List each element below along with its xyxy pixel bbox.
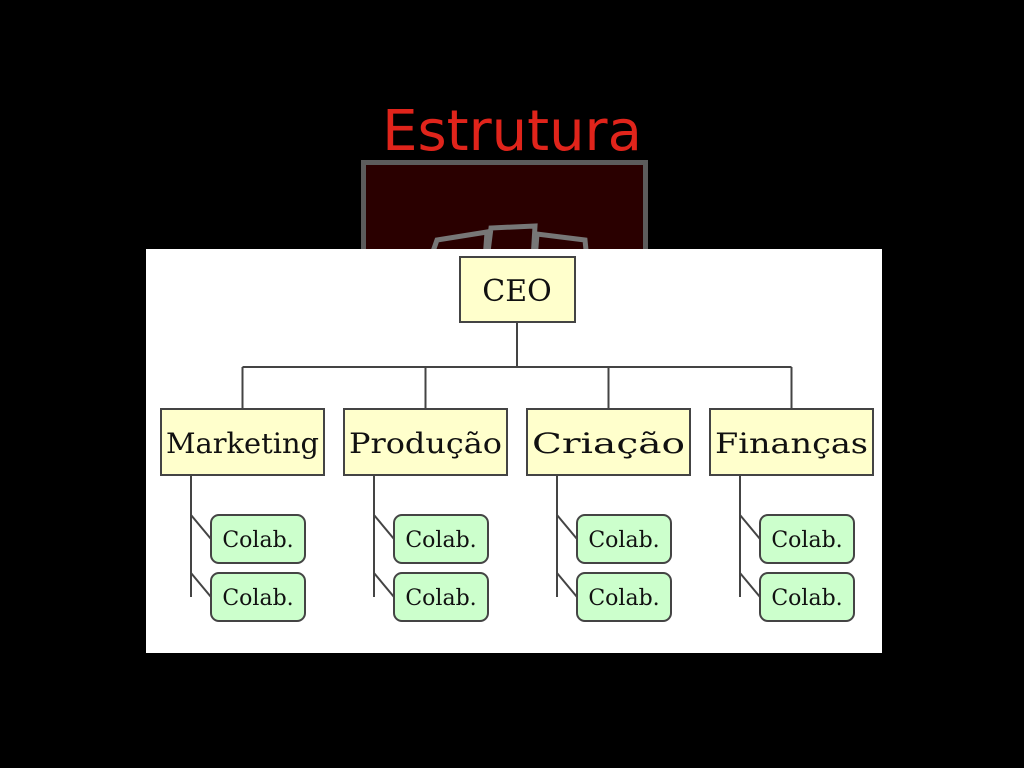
member-label: Colab. bbox=[405, 586, 476, 611]
department-label: Marketing bbox=[166, 427, 319, 460]
member-connector bbox=[739, 514, 761, 540]
member-connector bbox=[373, 572, 395, 598]
root-label: CEO bbox=[482, 274, 551, 309]
member-node: Colab. bbox=[759, 514, 855, 564]
department-box bbox=[160, 408, 325, 476]
member-box bbox=[759, 514, 855, 564]
department-node: Marketing bbox=[160, 408, 325, 476]
member-box bbox=[210, 572, 306, 622]
root-box bbox=[459, 256, 576, 323]
member-box bbox=[759, 572, 855, 622]
member-node: Colab. bbox=[759, 572, 855, 622]
member-box bbox=[393, 572, 489, 622]
member-box bbox=[576, 514, 672, 564]
department-label: Produção bbox=[349, 427, 502, 460]
department-node: Criação bbox=[526, 408, 691, 476]
member-box bbox=[393, 514, 489, 564]
department-label: Criação bbox=[532, 427, 685, 460]
member-node: Colab. bbox=[576, 514, 672, 564]
department-node: Finanças bbox=[709, 408, 874, 476]
member-node: Colab. bbox=[210, 514, 306, 564]
slide-title: Estrutura bbox=[382, 99, 642, 164]
department-label: Finanças bbox=[715, 427, 868, 460]
member-connector bbox=[556, 572, 578, 598]
member-connector bbox=[373, 514, 395, 540]
member-node: Colab. bbox=[210, 572, 306, 622]
member-label: Colab. bbox=[771, 586, 842, 611]
member-connector bbox=[556, 514, 578, 540]
department-box bbox=[526, 408, 691, 476]
department-box bbox=[709, 408, 874, 476]
department-box bbox=[343, 408, 508, 476]
member-label: Colab. bbox=[222, 528, 293, 553]
member-label: Colab. bbox=[771, 528, 842, 553]
member-box bbox=[576, 572, 672, 622]
member-node: Colab. bbox=[393, 572, 489, 622]
member-connector bbox=[190, 572, 212, 598]
root-node: CEO bbox=[459, 256, 576, 323]
connectors bbox=[190, 322, 793, 598]
member-connector bbox=[190, 514, 212, 540]
member-label: Colab. bbox=[222, 586, 293, 611]
member-label: Colab. bbox=[588, 586, 659, 611]
department-node: Produção bbox=[343, 408, 508, 476]
member-box bbox=[210, 514, 306, 564]
member-node: Colab. bbox=[393, 514, 489, 564]
member-label: Colab. bbox=[588, 528, 659, 553]
member-label: Colab. bbox=[405, 528, 476, 553]
member-connector bbox=[739, 572, 761, 598]
member-node: Colab. bbox=[576, 572, 672, 622]
